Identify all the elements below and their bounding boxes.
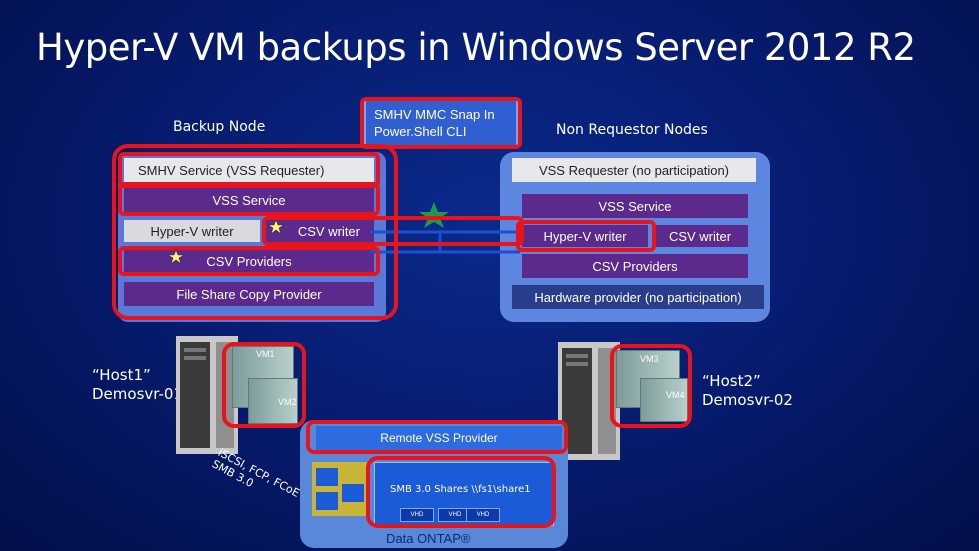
right-hyperv-writer: Hyper-V writer — [522, 225, 648, 247]
host1-server-icon — [176, 336, 238, 454]
vss-requester-bar: VSS Requester (no participation) — [512, 158, 756, 182]
smb-shares-highlight — [366, 456, 556, 528]
host2-name: “Host2” — [702, 372, 761, 390]
left-hyperv-writer: Hyper-V writer — [124, 220, 260, 242]
vm3-label: VM3 — [640, 354, 659, 364]
snapin-line2: Power.Shell CLI — [374, 124, 467, 139]
vm4-label: VM4 — [666, 390, 685, 400]
vm2-tile — [248, 378, 298, 424]
left-csv-providers: CSV Providers — [124, 250, 374, 272]
csv-providers-highlight — [118, 246, 380, 276]
vhd-3: VHD — [466, 508, 500, 522]
csv-providers-burst-icon — [168, 250, 184, 265]
host1-label: “Host1” Demosvr-01 — [92, 366, 183, 404]
hardware-provider-bar: Hardware provider (no participation) — [512, 285, 764, 309]
right-csv-writer: CSV writer — [652, 225, 748, 247]
page-title: Hyper-V VM backups in Windows Server 201… — [36, 26, 916, 69]
vm2-label: VM2 — [278, 397, 297, 407]
vss-service-highlight — [118, 182, 380, 216]
host2-label: “Host2” Demosvr-02 — [702, 372, 793, 410]
non-requestor-label: Non Requestor Nodes — [556, 122, 708, 138]
snapin-highlight — [360, 97, 522, 149]
storage-shelf-icon — [312, 462, 368, 516]
snapin-line1: SMHV MMC Snap In — [374, 107, 495, 122]
file-share-copy-provider: File Share Copy Provider — [124, 282, 374, 306]
host2-vms-highlight — [610, 344, 692, 428]
data-ontap-label: Data ONTAP® — [386, 531, 471, 546]
left-csv-writer: CSV writer — [264, 220, 374, 242]
remote-vss-provider-bar: Remote VSS Provider — [316, 426, 562, 450]
vm1-label: VM1 — [256, 349, 275, 359]
left-vss-service-bar: VSS Service — [124, 188, 374, 212]
right-csv-providers: CSV Providers — [522, 254, 748, 278]
csv-writer-burst-icon — [268, 220, 284, 235]
protocol-labels: iSCSI, FCP, FCoE SMB 3.0 — [210, 446, 302, 511]
backup-node-highlight — [112, 144, 398, 320]
right-vss-service-bar: VSS Service — [522, 194, 748, 218]
right-hyperv-writer-highlight — [516, 220, 656, 252]
smhv-snapin-box: SMHV MMC Snap In Power.Shell CLI — [364, 99, 518, 147]
csv-writer-highlight — [262, 216, 524, 246]
host1-server: Demosvr-01 — [92, 385, 183, 403]
vm4-tile — [640, 378, 688, 422]
remote-vss-highlight — [306, 420, 568, 454]
backup-node-label: Backup Node — [173, 119, 266, 135]
smb-shares-label: SMB 3.0 Shares \\fs1\share1 — [390, 484, 531, 495]
host1-vms-highlight — [222, 342, 306, 428]
vhd-1: VHD — [400, 508, 434, 522]
smhv-service-highlight — [118, 152, 380, 188]
host2-server: Demosvr-02 — [702, 391, 793, 409]
smhv-service-bar: SMHV Service (VSS Requester) — [124, 158, 374, 182]
host1-name: “Host1” — [92, 366, 151, 384]
